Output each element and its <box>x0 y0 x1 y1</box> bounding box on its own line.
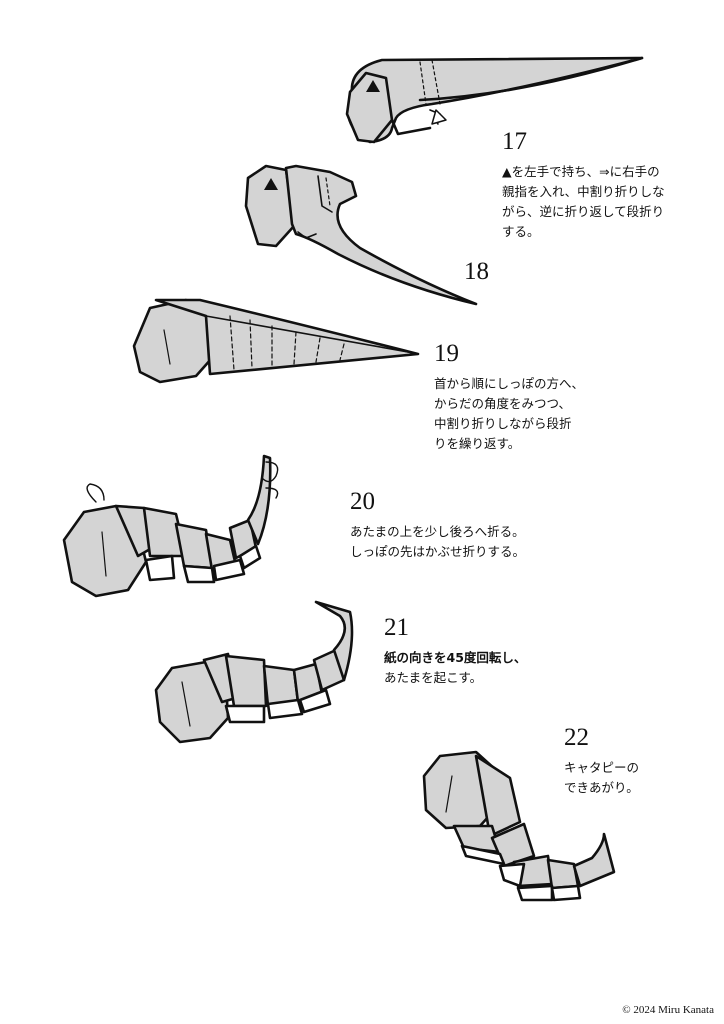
step-17-line: 親指を入れ、中割り折りしな <box>502 184 665 199</box>
step-22-line: キャタピーの <box>564 760 640 775</box>
step-20-number: 20 <box>350 488 375 515</box>
step-20-line: しっぽの先はかぶせ折りする。 <box>350 544 526 559</box>
step-20: 20 あたまの上を少し後ろへ折る。 しっぽの先はかぶせ折りする。 <box>350 488 525 562</box>
step-19-line: りを繰り返す。 <box>434 436 521 451</box>
step-21-instructions: 紙の向きを45度回転し、 あたまを起こす。 <box>384 648 526 688</box>
step-22-figure <box>422 750 616 902</box>
step-20-figure <box>62 454 279 598</box>
copyright-notice: © 2024 Miru Kanata <box>622 1004 714 1016</box>
step-17-line: ▲を左手で持ち、⇒に右手の <box>502 164 660 179</box>
step-19-number: 19 <box>434 340 459 367</box>
step-19-instructions: 首から順にしっぽの方へ、 からだの角度をみつつ、 中割り折りしながら段折 りを繰… <box>434 374 584 454</box>
step-21-line: あたまを起こす。 <box>384 670 483 685</box>
step-17-instructions: ▲を左手で持ち、⇒に右手の 親指を入れ、中割り折りしな がら、逆に折り返して段折… <box>502 162 665 242</box>
step-18-number: 18 <box>464 258 489 285</box>
step-20-line: あたまの上を少し後ろへ折る。 <box>350 524 525 539</box>
step-19-line: からだの角度をみつつ、 <box>434 396 572 411</box>
step-19: 19 首から順にしっぽの方へ、 からだの角度をみつつ、 中割り折りしながら段折 … <box>434 340 584 454</box>
step-17-line: する。 <box>502 224 540 239</box>
step-22: 22 キャタピーの できあがり。 <box>564 724 639 798</box>
step-17: 17 ▲を左手で持ち、⇒に右手の 親指を入れ、中割り折りしな がら、逆に折り返し… <box>502 128 665 242</box>
step-21-number: 21 <box>384 614 409 641</box>
step-22-line: できあがり。 <box>564 780 639 795</box>
step-17-number: 17 <box>502 128 527 155</box>
step-19-line: 中割り折りしながら段折 <box>434 416 572 431</box>
step-19-line: 首から順にしっぽの方へ、 <box>434 376 585 391</box>
step-21-figure <box>154 600 354 744</box>
step-17-figure <box>345 56 644 144</box>
step-19-figure <box>132 298 420 384</box>
step-20-instructions: あたまの上を少し後ろへ折る。 しっぽの先はかぶせ折りする。 <box>350 522 525 562</box>
step-21: 21 紙の向きを45度回転し、 あたまを起こす。 <box>384 614 526 688</box>
step-18: 18 <box>464 258 489 292</box>
step-22-instructions: キャタピーの できあがり。 <box>564 758 639 798</box>
step-18-figure <box>244 164 478 306</box>
step-22-number: 22 <box>564 724 589 751</box>
step-17-line: がら、逆に折り返して段折り <box>502 204 665 219</box>
step-21-line: 紙の向きを45度回転し、 <box>384 650 527 665</box>
